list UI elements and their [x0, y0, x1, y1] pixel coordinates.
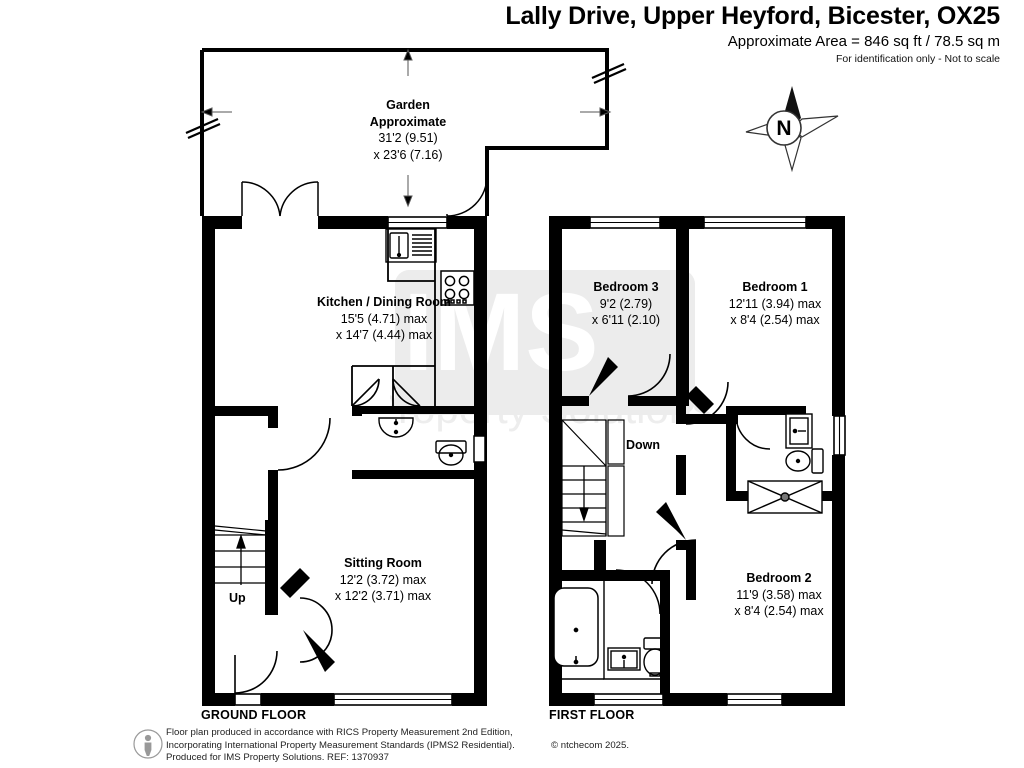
bedroom2-dim2: x 8'4 (2.54) max — [734, 604, 824, 619]
stairs-up-label: Up — [229, 591, 246, 605]
front-door — [234, 650, 278, 694]
bedroom3-dim1: 9'2 (2.79) — [599, 296, 653, 311]
garden-dimension-arrows — [200, 48, 612, 208]
ground-window-mullions — [334, 221, 452, 701]
stairs-down-label: Down — [626, 438, 661, 452]
wc-window — [473, 435, 486, 463]
kitchen-sink-icon — [385, 228, 437, 263]
bathroom-door — [615, 569, 661, 615]
room-label-bedroom-1: Bedroom 1 12'11 (3.94) max x 8'4 (2.54) … — [690, 279, 860, 329]
footer-text: Floor plan produced in accordance with R… — [166, 727, 515, 765]
ensuite-toilet-icon — [785, 448, 824, 474]
first-window-mullions — [590, 221, 841, 701]
back-door — [446, 175, 488, 217]
svg-text:N: N — [776, 117, 791, 140]
bathroom-bath-icon — [553, 587, 599, 667]
copyright-text: © ntchecom 2025. — [551, 740, 630, 751]
ground-floor-caption: GROUND FLOOR — [201, 708, 307, 722]
sitting-room-door-jambs — [280, 568, 335, 672]
bedroom1-dim2: x 8'4 (2.54) max — [730, 313, 820, 328]
bedroom2-dim1: 11'9 (3.58) max — [736, 587, 822, 602]
first-floor-plan — [549, 216, 846, 706]
bedroom2-name: Bedroom 2 — [746, 571, 812, 585]
identification-note: For identification only - Not to scale — [836, 53, 1000, 65]
ensuite-basin-icon — [785, 413, 813, 449]
bedroom2-door — [651, 539, 697, 585]
bedroom1-dim1: 12'11 (3.94) max — [728, 296, 822, 311]
room-label-kitchen-dining: Kitchen / Dining Room 15'5 (4.71) max x … — [264, 294, 504, 344]
sitting-room-dim2: x 12'2 (3.71) max — [334, 589, 432, 604]
wc-toilet-icon — [435, 440, 467, 466]
garden-dim1: 31'2 (9.51) — [378, 131, 438, 146]
kitchen-dim1: 15'5 (4.71) max — [340, 311, 428, 326]
bedroom1-door — [685, 381, 729, 425]
page-title: Lally Drive, Upper Heyford, Bicester, OX… — [505, 2, 1000, 30]
bathroom-basin-icon — [607, 647, 641, 671]
kitchen-name: Kitchen / Dining Room — [316, 295, 452, 309]
sitting-room-dim1: 12'2 (3.72) max — [339, 572, 427, 587]
sitting-room-door — [277, 417, 331, 471]
room-label-sitting-room: Sitting Room 12'2 (3.72) max x 12'2 (3.7… — [278, 555, 488, 605]
compass-rose: N — [745, 86, 839, 173]
garden-sub: Approximate — [369, 114, 447, 129]
bathroom-outline — [553, 581, 660, 680]
footer-line-3: Produced for IMS Property Solutions. REF… — [166, 752, 389, 764]
garden-dim2: x 23'6 (7.16) — [373, 147, 443, 162]
landing-jamb — [686, 386, 714, 414]
garden-name: Garden — [386, 98, 430, 112]
garden-french-doors — [241, 181, 319, 217]
ensuite-door — [735, 414, 771, 450]
bedroom1-name: Bedroom 1 — [742, 280, 808, 294]
garden-break-marks — [185, 62, 627, 140]
stairs-up-arrow — [236, 533, 246, 585]
bedroom3-door — [627, 353, 671, 397]
footer-line-2: Incorporating International Property Mea… — [166, 739, 515, 751]
room-label-bedroom-3: Bedroom 3 9'2 (2.79) x 6'11 (2.10) — [562, 279, 690, 329]
kitchen-units — [351, 229, 436, 406]
bedroom3-name: Bedroom 3 — [593, 280, 659, 294]
room-label-garden: Garden Approximate 31'2 (9.51) x 23'6 (7… — [338, 97, 478, 164]
ground-floor-plan — [185, 48, 627, 706]
ensuite-shower-icon — [747, 480, 823, 514]
kitchen-drainer-icon — [412, 234, 432, 256]
sitting-room-name: Sitting Room — [344, 556, 422, 570]
approximate-area: Approximate Area = 846 sq ft / 78.5 sq m — [727, 33, 1000, 50]
footer-line-1: Floor plan produced in accordance with R… — [166, 727, 513, 738]
kitchen-dim2: x 14'7 (4.44) max — [335, 328, 433, 343]
stairs-down-arrow — [579, 466, 589, 523]
ground-floor-windows — [234, 216, 453, 706]
kitchen-hall-doors — [351, 378, 421, 407]
wc-basin-icon — [378, 417, 414, 438]
bathroom-toilet-icon — [643, 637, 667, 677]
first-floor-caption: FIRST FLOOR — [549, 708, 635, 722]
bedroom3-dim2: x 6'11 (2.10) — [591, 313, 661, 328]
bedroom2-door-jamb — [656, 502, 686, 540]
person-info-icon — [133, 729, 163, 759]
stairs-down — [561, 419, 625, 537]
kitchen-hob-icon — [440, 270, 475, 306]
room-label-bedroom-2: Bedroom 2 11'9 (3.58) max x 8'4 (2.54) m… — [694, 570, 864, 620]
bedroom3-door-jamb — [589, 357, 618, 396]
sitting-room-door-2 — [299, 597, 333, 663]
